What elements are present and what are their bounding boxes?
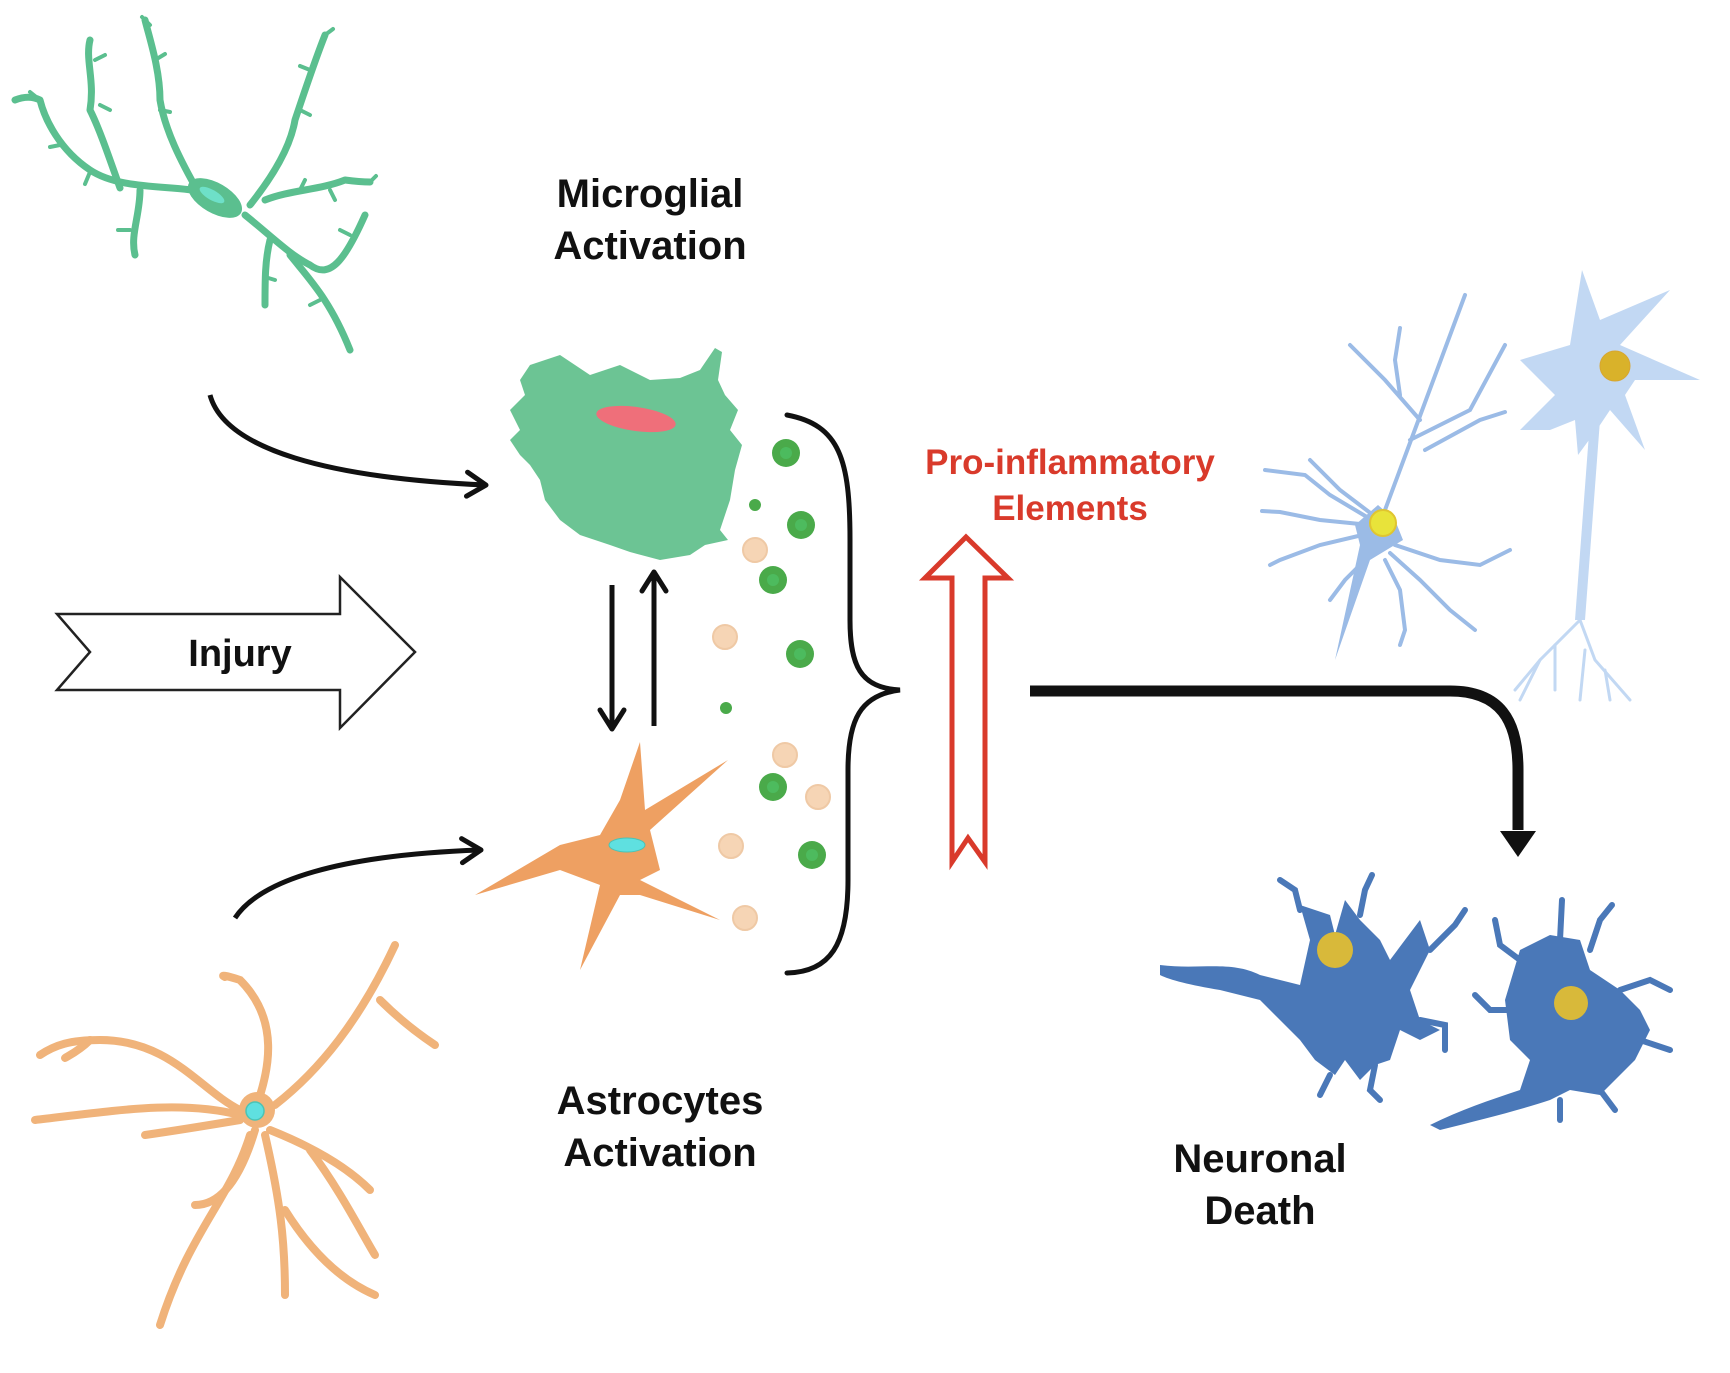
injury-label: Injury [140, 630, 340, 679]
dead-neuron-2-icon [1430, 897, 1673, 1130]
pro-inflammatory-label: Pro-inflammatory Elements [880, 440, 1260, 531]
neuronal-death-line-1: Neuronal [1173, 1137, 1347, 1181]
pro-inflammatory-arrow [918, 533, 1015, 871]
astrocytes-activation-line-1: Astrocytes [556, 1079, 764, 1123]
microglial-activation-line-2: Activation [553, 224, 747, 268]
neuronal-death-line-2: Death [1204, 1189, 1316, 1233]
microglial-activation-label: Microglial Activation [520, 168, 780, 272]
resting-microglia-icon [11, 15, 378, 354]
astrocytes-activation-label: Astrocytes Activation [520, 1075, 800, 1179]
microglial-activation-line-1: Microglial [556, 172, 744, 216]
healthy-neuron-multipolar-icon [1513, 270, 1700, 702]
healthy-neuron-pyramidal-icon [1260, 293, 1512, 660]
pro-inflammatory-line-1: Pro-inflammatory [925, 443, 1215, 482]
pro-inflammatory-line-2: Elements [992, 488, 1148, 528]
astrocytes-activation-line-2: Activation [563, 1131, 757, 1175]
resting-astrocyte-icon [31, 941, 439, 1329]
injury-arrow [54, 573, 417, 732]
cytokine-particles [712, 439, 831, 931]
dead-neuron-1-icon [1160, 872, 1468, 1103]
arrow-astrocyte-activation [232, 836, 484, 920]
arrow-to-neuronal-death [1030, 685, 1524, 830]
injury-text: Injury [188, 633, 292, 675]
arrow-microglia-activation [207, 394, 489, 499]
arrow-head-down-icon [1500, 831, 1536, 857]
curly-brace [784, 412, 901, 976]
neuronal-death-label: Neuronal Death [1150, 1133, 1370, 1237]
activated-astrocyte-icon [475, 742, 728, 970]
activated-microglia-icon [510, 348, 742, 560]
